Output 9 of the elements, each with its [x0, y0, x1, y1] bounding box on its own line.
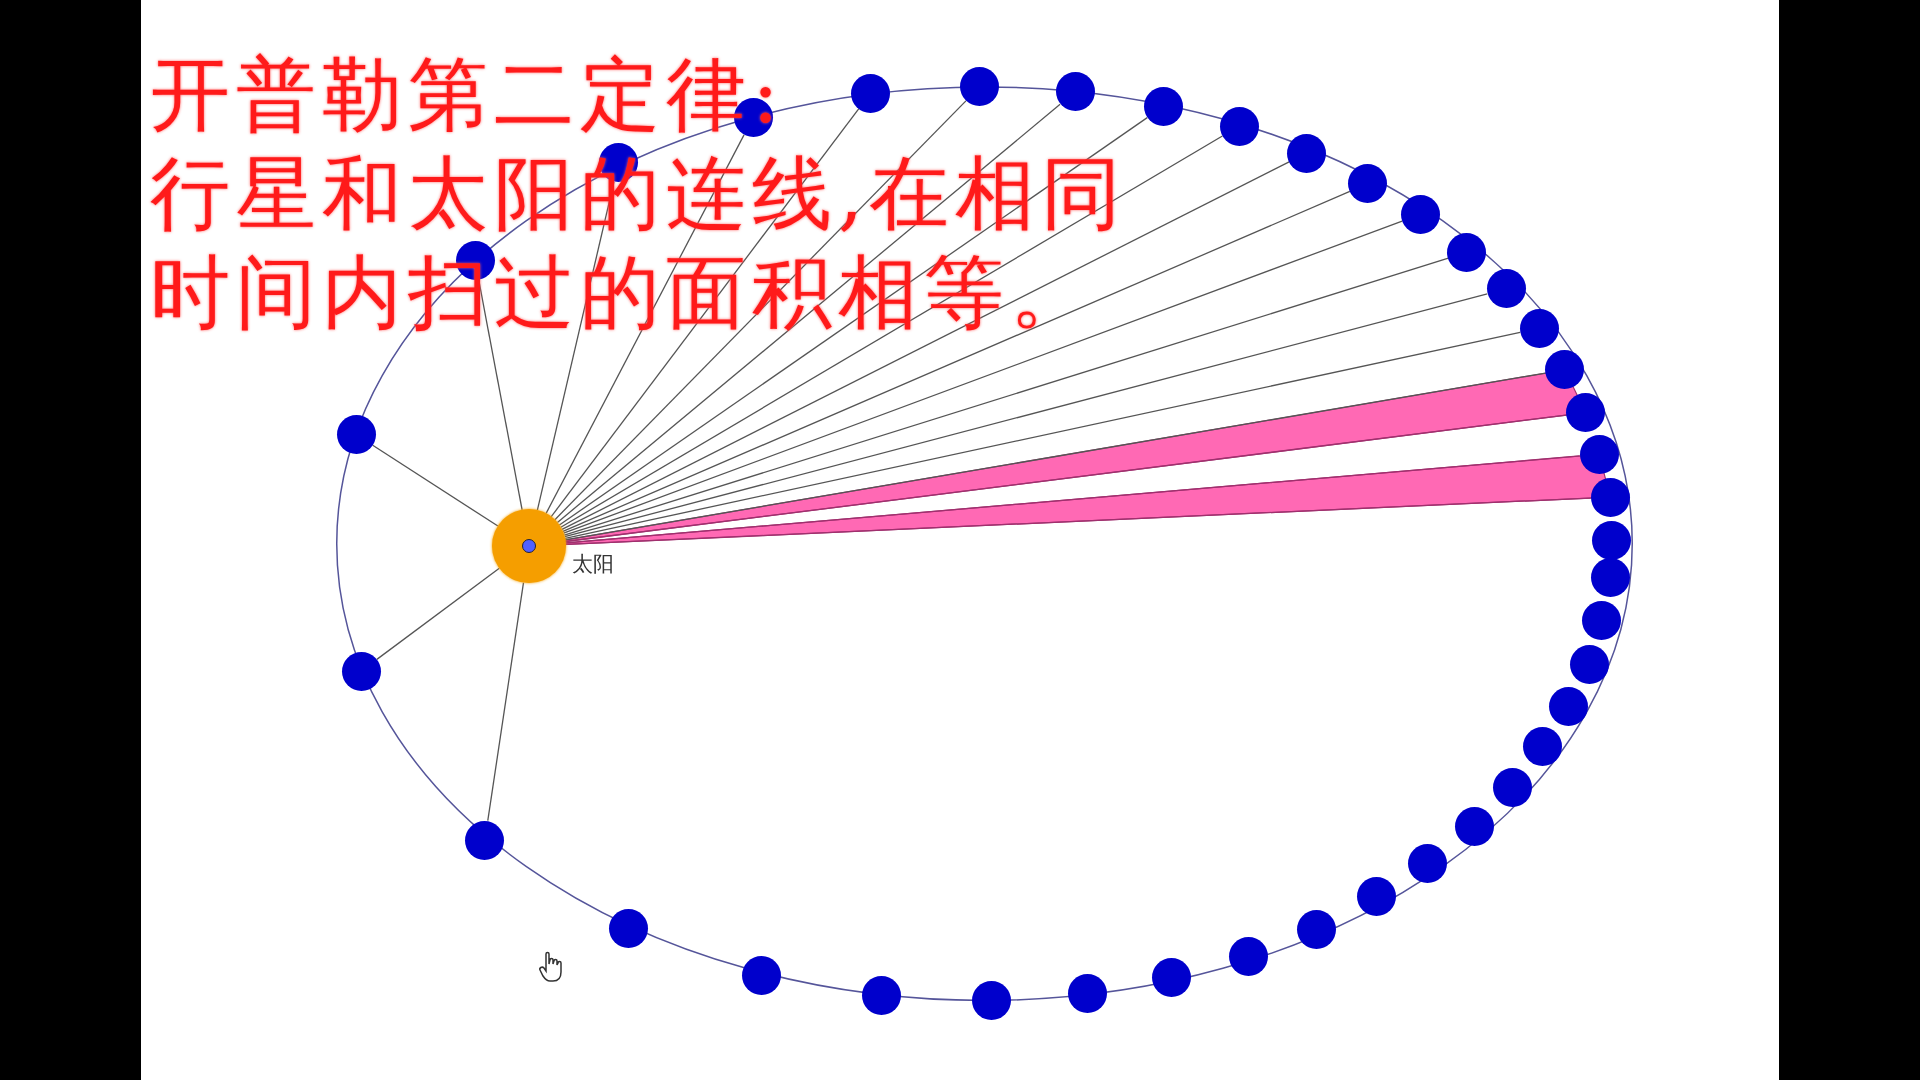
connecting-line — [487, 582, 525, 822]
connecting-line — [376, 567, 500, 661]
connecting-line — [564, 331, 1521, 539]
connecting-line — [565, 497, 1592, 546]
connecting-line — [564, 372, 1547, 541]
connecting-line — [372, 444, 499, 527]
connecting-line — [565, 414, 1567, 543]
connecting-line — [565, 455, 1581, 544]
connecting-line — [564, 293, 1488, 538]
